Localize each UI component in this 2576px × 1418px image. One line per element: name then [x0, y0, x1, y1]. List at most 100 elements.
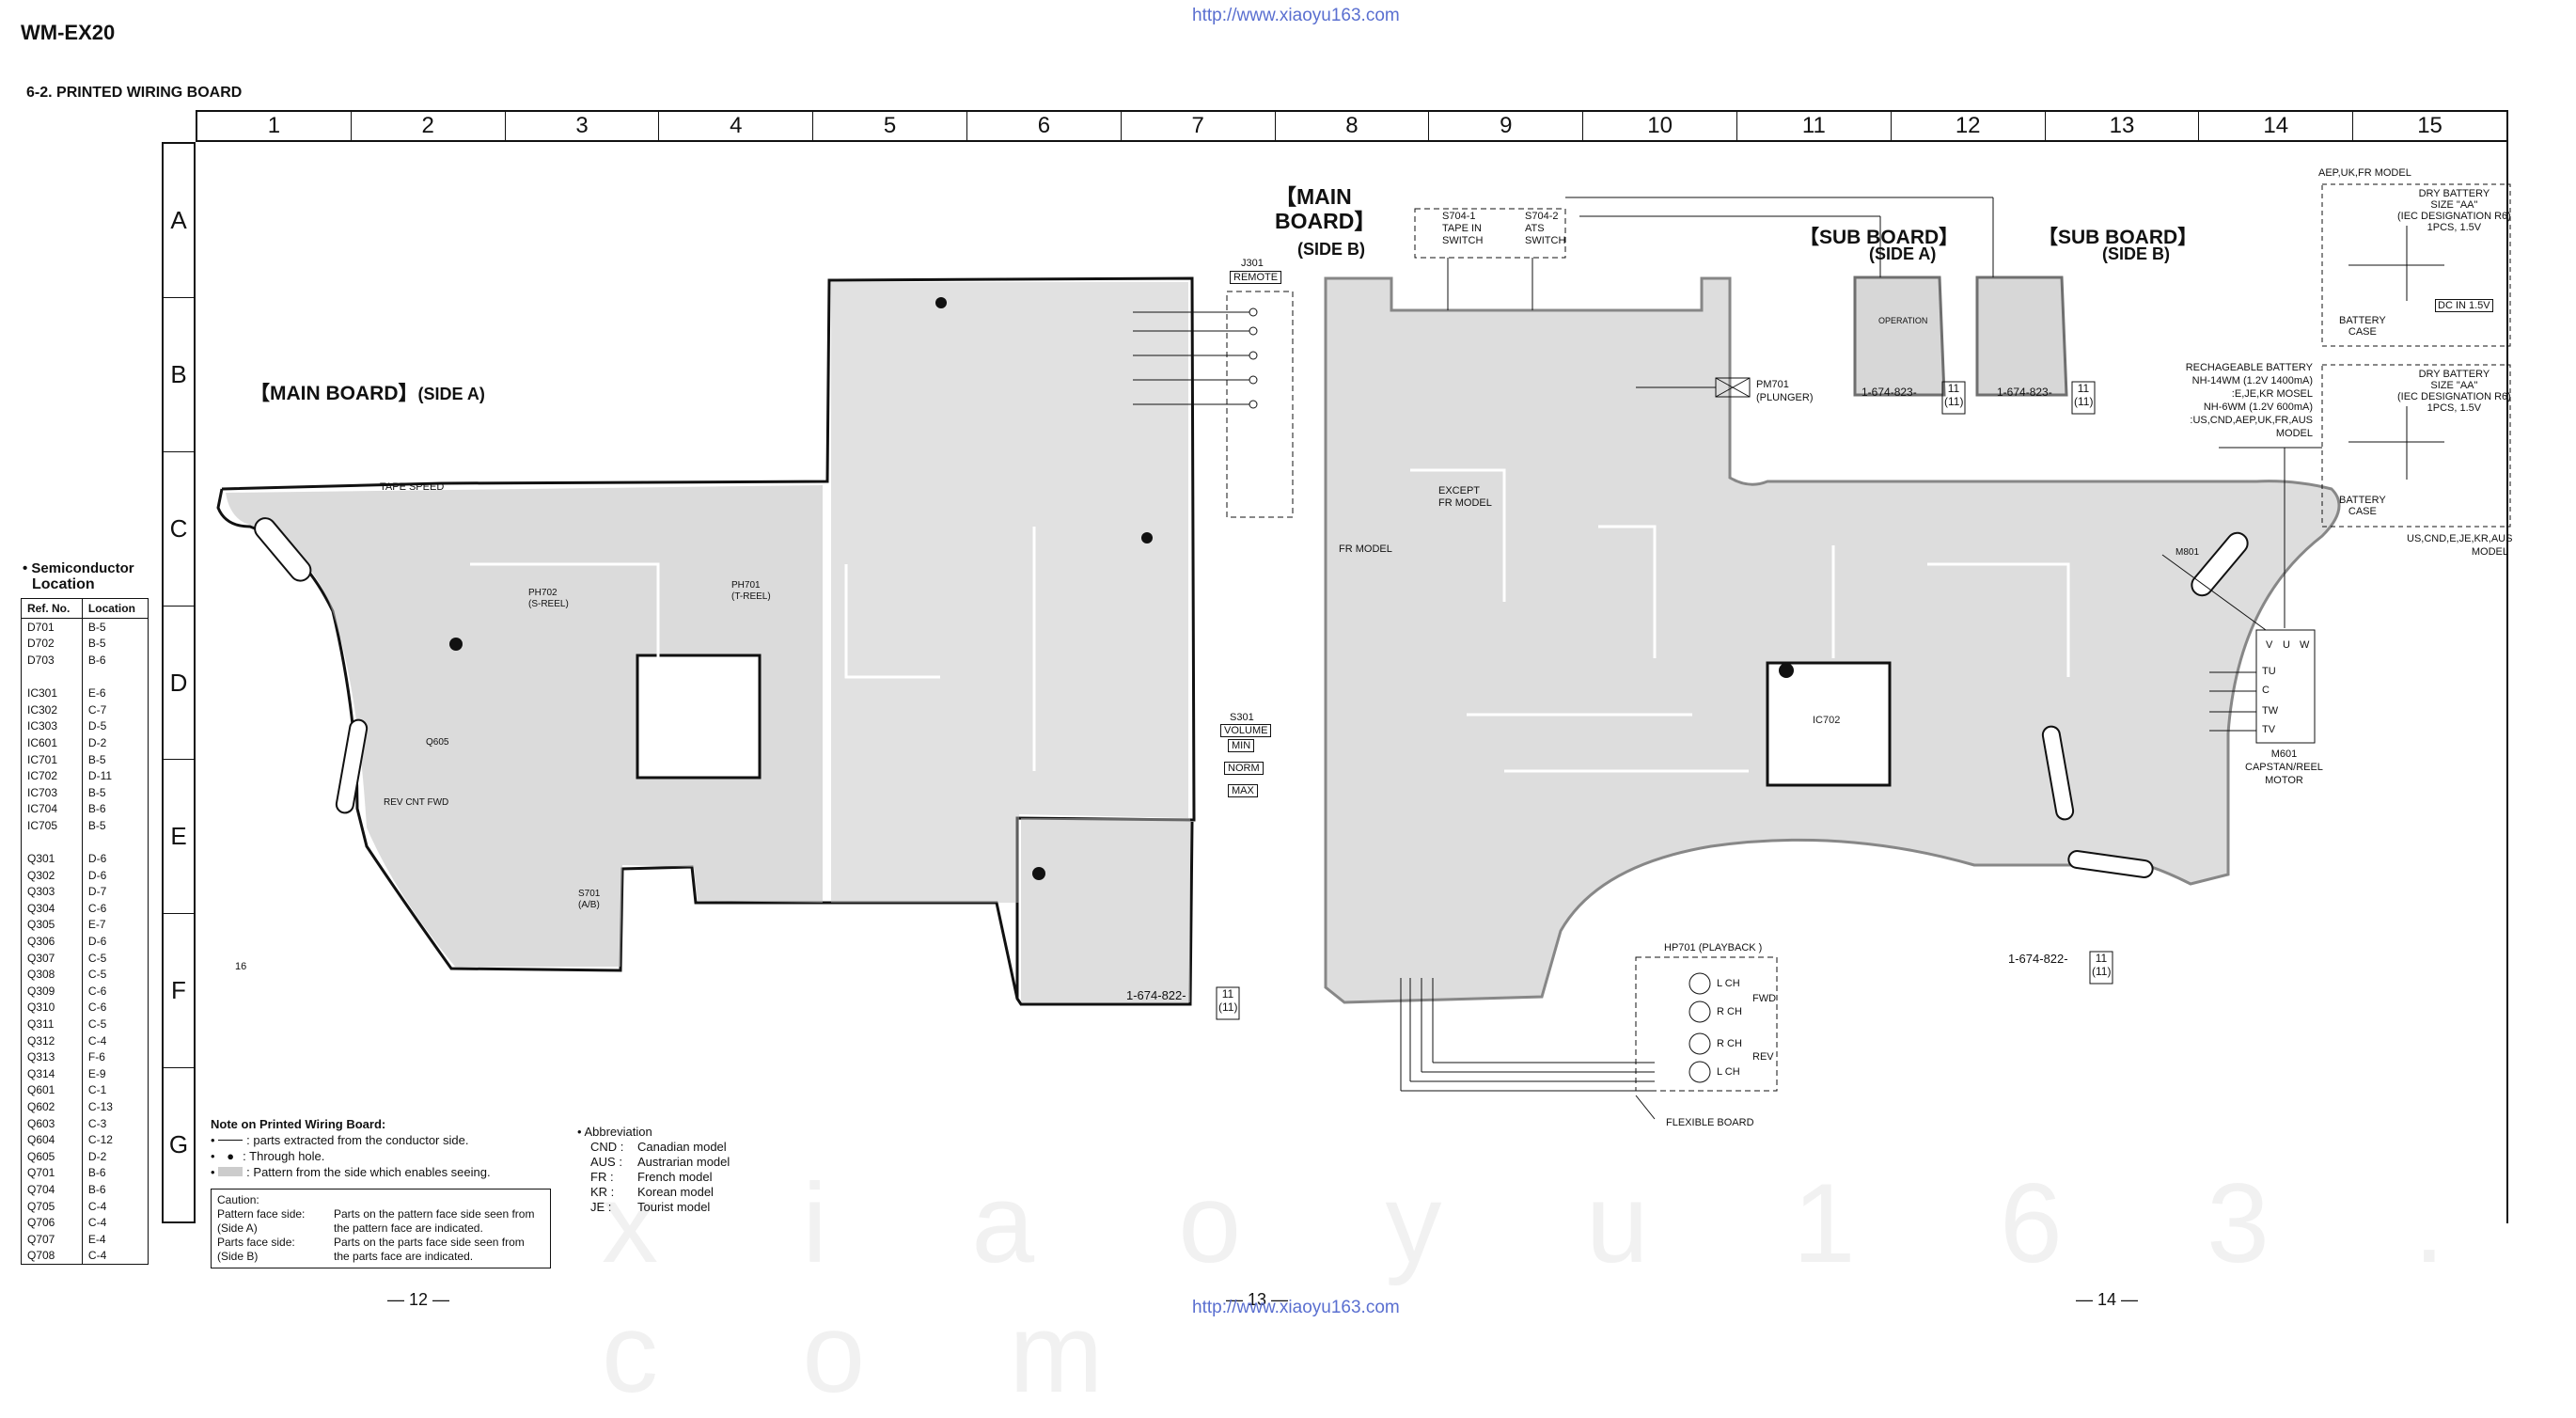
grid-col: 8: [1276, 112, 1430, 140]
source-url-bottom[interactable]: http://www.xiaoyu163.com: [1192, 1298, 1400, 1317]
grid-col: 11: [1737, 112, 1892, 140]
ph702-label: PH702(S-REEL): [528, 588, 569, 609]
dc-in-label: DC IN 1.5V: [2435, 299, 2493, 312]
source-url-top[interactable]: http://www.xiaoyu163.com: [1192, 6, 1400, 25]
sub-part-no-b: 1-674-823-: [1997, 386, 2052, 399]
semiconductor-title: • Semiconductor Location: [23, 560, 134, 592]
m801-label: M801: [2175, 547, 2200, 558]
aep-model-label: AEP,UK,FR MODEL: [2318, 167, 2411, 179]
grid-row: C: [164, 452, 194, 607]
operation-label: OPERATION: [1878, 316, 1928, 325]
grid-col: 3: [506, 112, 660, 140]
semiconductor-row: [21, 668, 149, 685]
location-cell: C-1: [87, 1083, 107, 1097]
main-part-no-b: 1-674-822-: [2008, 952, 2068, 966]
location-cell: B-5: [87, 620, 106, 634]
ref-no-cell: Q312: [21, 1032, 83, 1049]
ref-no-cell: IC701: [21, 750, 83, 768]
min-label: MIN: [1228, 739, 1255, 752]
grid-col: 13: [2046, 112, 2200, 140]
pwb-notes: Note on Printed Wiring Board: • : parts …: [211, 1117, 491, 1179]
tape-speed-label: TAPE SPEED: [380, 481, 445, 493]
rev-box: 11(11): [2092, 952, 2112, 978]
ref-no-cell: IC704: [21, 800, 83, 818]
motor-v: V: [2266, 639, 2273, 651]
motor-c: C: [2262, 685, 2270, 696]
grid-col: 9: [1429, 112, 1584, 140]
semiconductor-row: Q312 C-4: [21, 1032, 149, 1049]
grid-col: 15: [2417, 113, 2442, 138]
ic702-label: IC702: [1813, 715, 1841, 726]
rev-cnt-fwd-label: REV CNT FWD: [384, 797, 449, 808]
location-cell: C-3: [87, 1116, 107, 1130]
location-cell: B-6: [87, 1166, 106, 1180]
grid-col: 2: [352, 112, 506, 140]
location-cell: F-6: [87, 1050, 105, 1064]
ref-no-cell: Q311: [21, 1016, 83, 1032]
main-board-a-title: 【MAIN BOARD】(SIDE A): [250, 383, 485, 404]
location-cell: D-5: [87, 719, 107, 733]
fwd-label: FWD: [1752, 993, 1777, 1004]
motor-tw: TW: [2262, 705, 2279, 717]
s301-label: S301: [1230, 712, 1254, 723]
ref-no-cell: Q707: [21, 1230, 83, 1248]
rev-box: 11(11): [2074, 382, 2094, 408]
location-cell: C-13: [87, 1100, 113, 1114]
grid-col: 6: [967, 112, 1122, 140]
grid-col: 7: [1122, 112, 1276, 140]
s701-label: S701(A/B): [578, 889, 601, 910]
grid-row: D: [164, 607, 194, 761]
q605-label: Q605: [426, 737, 449, 748]
l-ch-label: L CH: [1717, 1066, 1740, 1078]
ref-no-cell: Q704: [21, 1181, 83, 1198]
sub-part-no-a: 1-674-823-: [1861, 386, 1917, 399]
ref-no-cell: IC705: [21, 817, 83, 834]
page-number: — 14 —: [2076, 1290, 2139, 1309]
location-cell: C-7: [87, 702, 107, 717]
fr-model-label: FR MODEL: [1339, 544, 1392, 555]
location-cell: B-5: [87, 818, 106, 832]
location-cell: C-6: [87, 984, 107, 998]
pin-16-label: 16: [235, 961, 247, 972]
rev-box: 11(11): [1218, 987, 1238, 1014]
grid-col: 5: [813, 112, 967, 140]
ref-no-cell: Q605: [21, 1148, 83, 1165]
location-cell: C-4: [87, 1033, 107, 1048]
ref-no-cell: D702: [21, 635, 83, 653]
flexible-board-label: FLEXIBLE BOARD: [1666, 1117, 1754, 1128]
location-cell: E-9: [87, 1066, 106, 1080]
ref-no-cell: Q309: [21, 983, 83, 1000]
ref-no-cell: IC303: [21, 717, 83, 735]
ref-no-cell: Q306: [21, 933, 83, 950]
caution-box: Caution: Pattern face side:Parts on the …: [211, 1189, 551, 1268]
ref-no-cell: D703: [21, 652, 83, 669]
volume-label: VOLUME: [1220, 724, 1272, 737]
location-cell: D-11: [87, 769, 113, 783]
abbreviation-list: • Abbreviation CND :Canadian model AUS :…: [577, 1125, 730, 1214]
ref-no-cell: Q705: [21, 1197, 83, 1215]
semiconductor-row: Q309 C-6: [21, 983, 149, 1000]
sub-board-b-outline: [1975, 276, 2068, 397]
